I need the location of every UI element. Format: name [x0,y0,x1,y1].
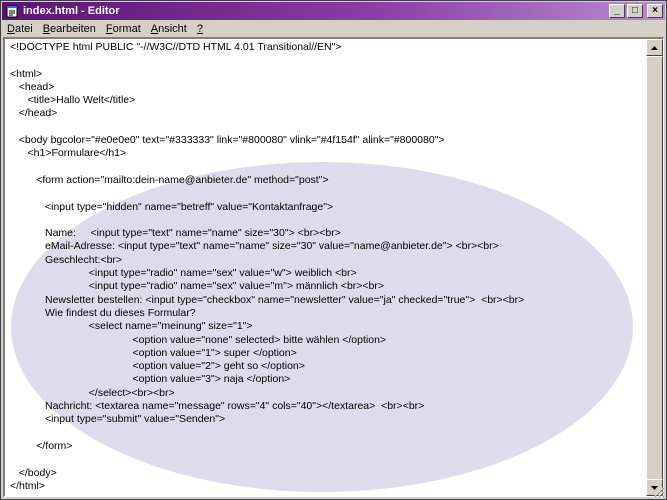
code-line [10,427,524,440]
window-title: index.html - Editor [23,5,120,17]
maximize-button[interactable]: □ [627,4,643,18]
code-line: Nachricht: <textarea name="message" rows… [10,400,425,413]
menu-help[interactable]: ? [196,23,203,35]
code-line [10,121,524,134]
code-line: <input type="radio" name="sex" value="w"… [10,267,357,280]
code-line [10,214,524,227]
notepad-icon[interactable] [5,4,19,18]
arrow-down-icon [651,485,658,490]
editor-frame: <!DOCTYPE html PUBLIC "-//W3C//DTD HTML … [3,37,664,497]
highlight-ellipse [11,162,633,492]
code-line: <select name="meinung" size="1"> [10,320,253,333]
scroll-thumb[interactable] [646,56,663,482]
code-line: <input type="hidden" name="betreff" valu… [10,200,334,213]
code-line: </body> [10,466,57,479]
code-line [10,54,524,67]
code-line: <body bgcolor="#e0e0e0" text="#333333" l… [10,134,445,147]
code-line: <!DOCTYPE html PUBLIC "-//W3C//DTD HTML … [10,41,342,53]
code-line: <h1>Formulare</h1> [10,147,127,160]
code-line: </head> [10,107,58,120]
title-bar[interactable]: index.html - Editor _ □ × [2,2,665,20]
menu-ansicht[interactable]: Ansicht [150,23,187,35]
code-line: Name: <input type="text" name="name" siz… [10,227,341,240]
maximize-icon: □ [631,5,639,16]
code-line [10,187,524,200]
code-line: </select><br><br> [10,386,175,399]
code-line [10,161,524,174]
code-line: <form action="mailto:dein-name@anbieter.… [10,173,329,186]
code-line: </form> [10,439,73,452]
code-line: Newsletter bestellen: <input type="check… [10,293,525,306]
text-area[interactable]: <!DOCTYPE html PUBLIC "-//W3C//DTD HTML … [5,39,645,496]
code-line: <html> [10,67,43,80]
code-line [10,453,524,466]
code-line: <title>Hallo Welt</title> [10,94,136,107]
menu-bearbeiten[interactable]: Bearbeiten [42,23,96,35]
code-line: <option value="1"> super </option> [10,346,297,359]
close-icon: × [652,5,658,16]
code-line: Wie findest du dieses Formular? [10,306,196,319]
vertical-scrollbar[interactable] [646,39,663,496]
close-button[interactable]: × [647,4,663,18]
menu-datei[interactable]: Datei [7,23,33,35]
resize-grip-icon[interactable] [651,484,665,498]
code-line: <head> [10,80,55,93]
code-line: <input type="radio" name="sex" value="m"… [10,280,385,293]
menu-bar: Datei Bearbeiten Format Ansicht ? [2,20,665,38]
code-line: Geschlecht:<br> [10,253,123,266]
scroll-up-button[interactable] [646,39,663,56]
minimize-icon: _ [614,5,620,16]
minimize-button[interactable]: _ [609,4,625,18]
code-line: eMail-Adresse: <input type="text" name="… [10,240,499,253]
code-line: <option value="2"> geht so </option> [10,360,305,373]
code-line: <option value="3"> naja </option> [10,373,291,386]
code-text[interactable]: <!DOCTYPE html PUBLIC "-//W3C//DTD HTML … [10,41,524,493]
menu-format[interactable]: Format [105,23,141,35]
arrow-up-icon [651,45,658,50]
code-line: <option value="none" selected> bitte wäh… [10,333,387,346]
code-line: <input type="submit" value="Senden"> [10,413,226,426]
code-line: </html> [10,479,46,492]
